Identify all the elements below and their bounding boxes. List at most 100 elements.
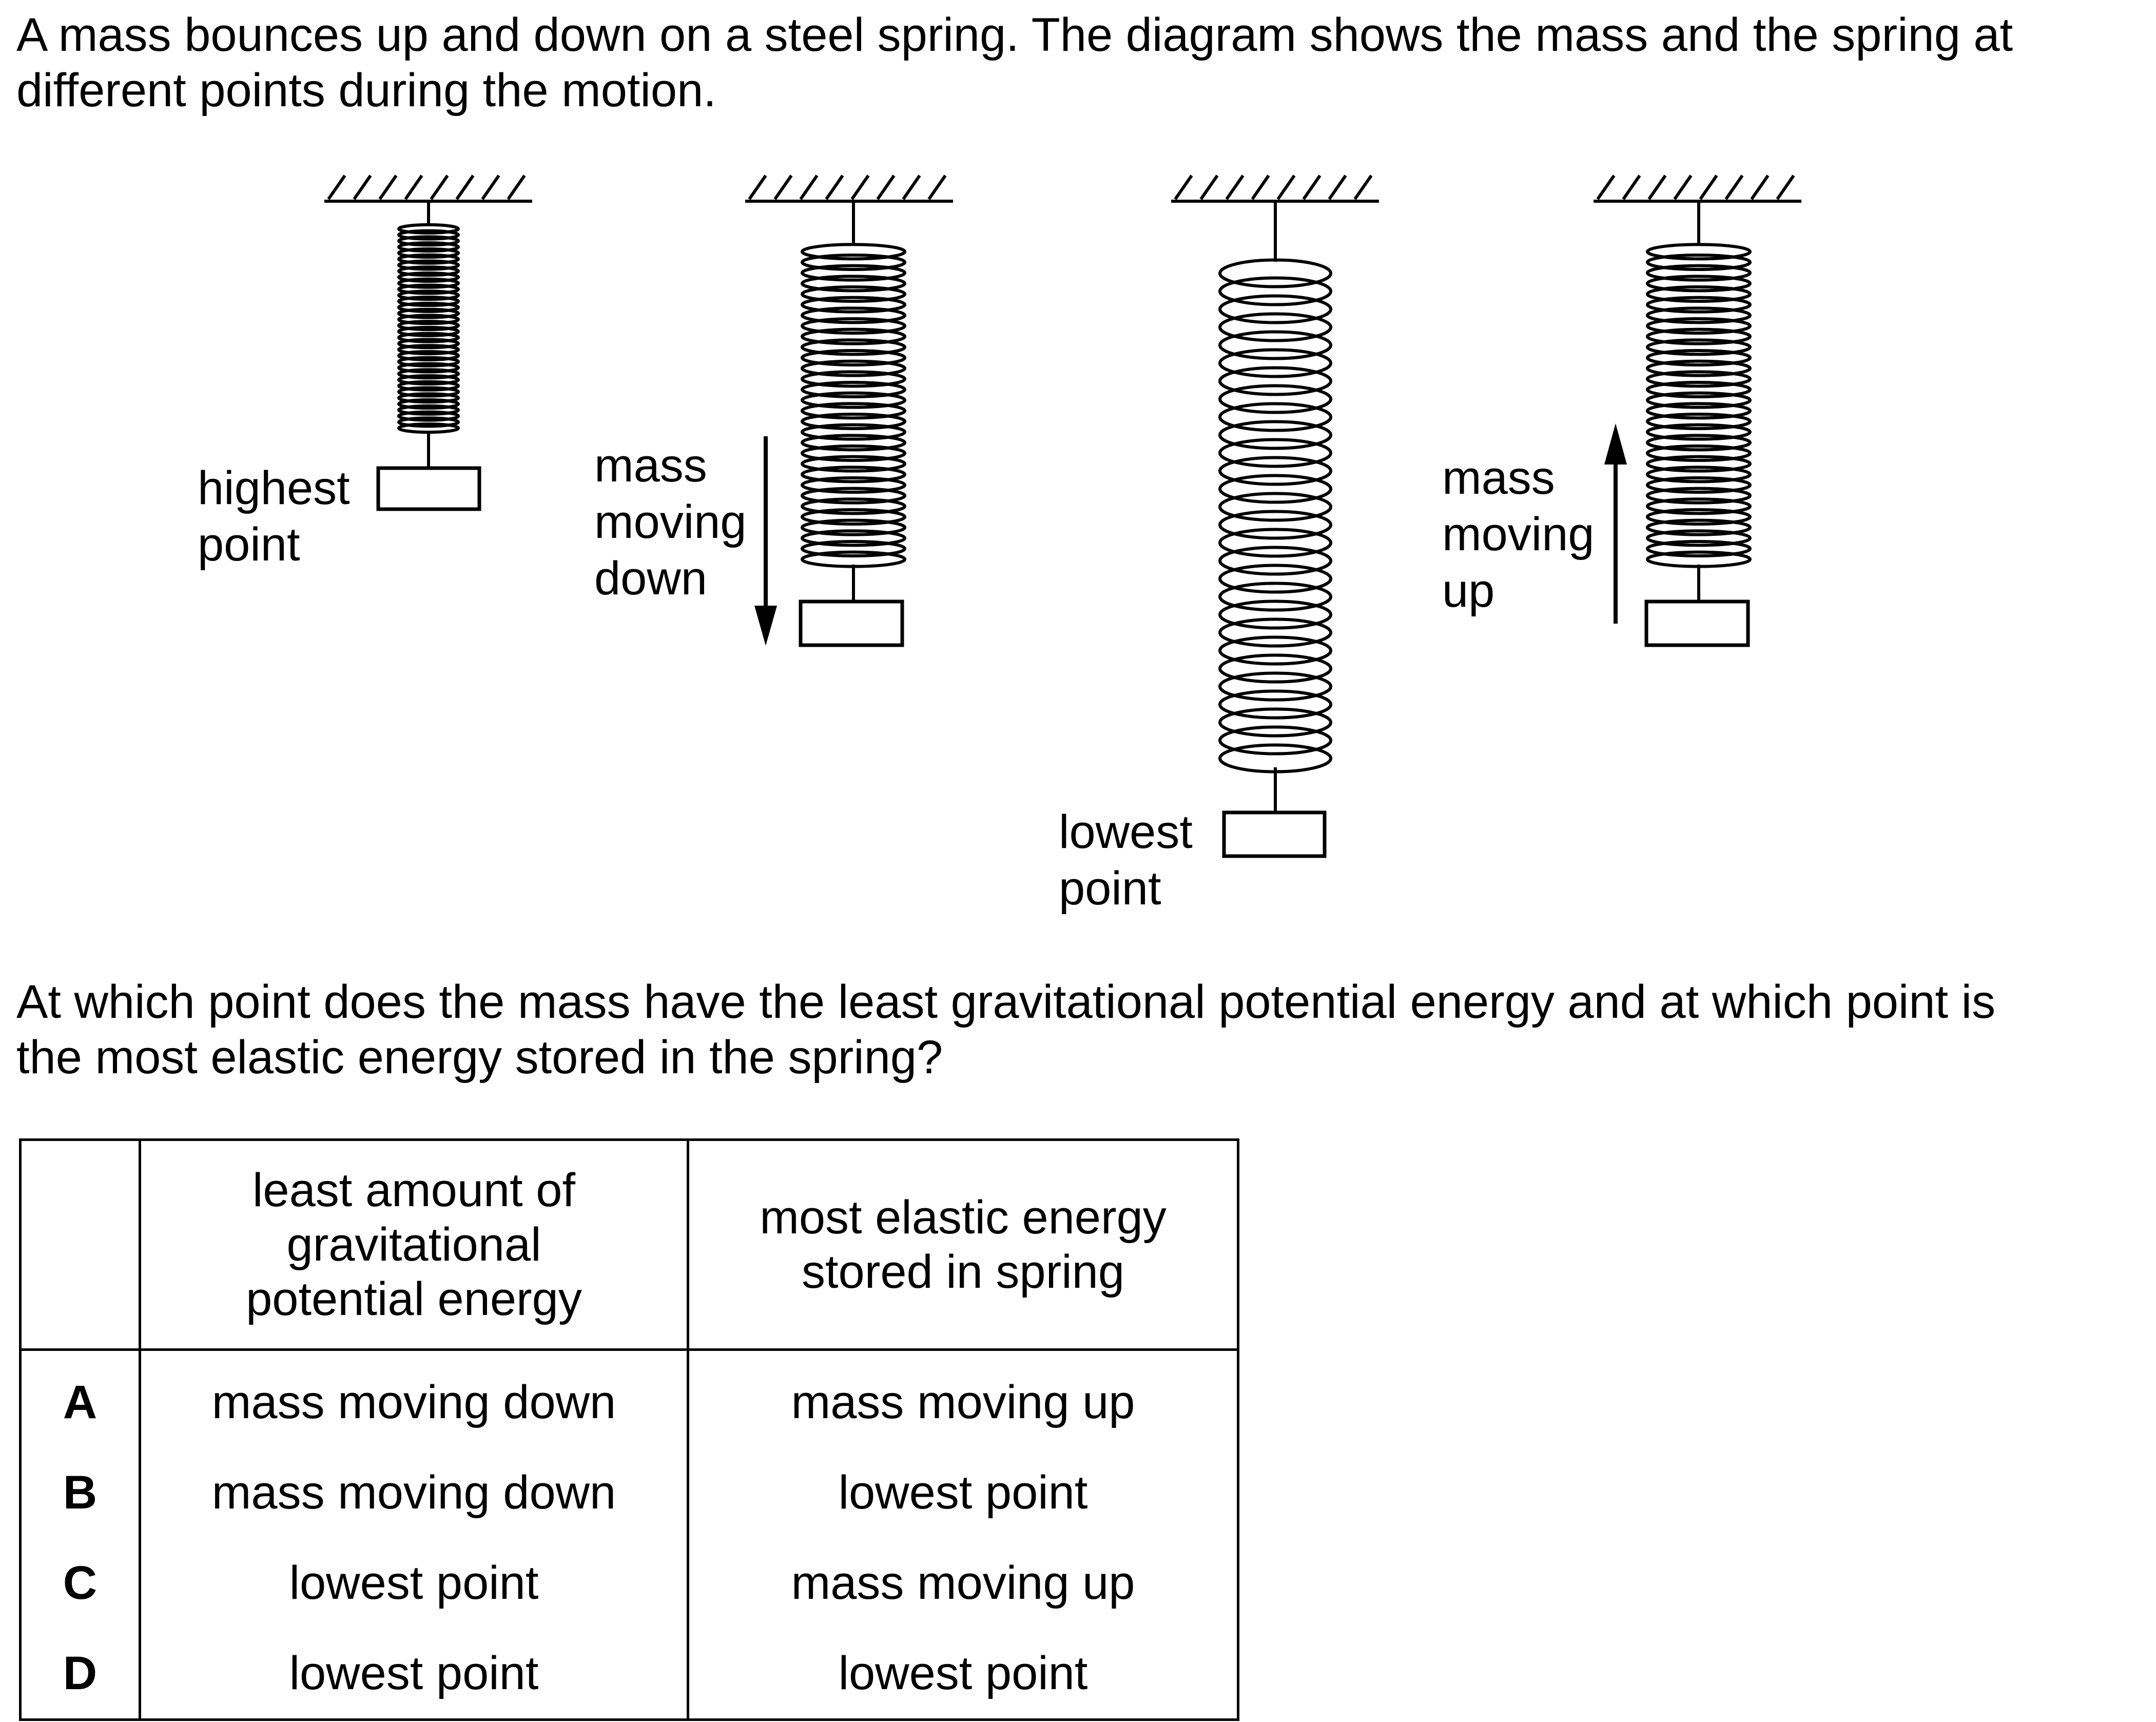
- coil-loop: [397, 296, 460, 307]
- coil-loop: [801, 317, 906, 335]
- option-gpe: mass moving down: [139, 1349, 689, 1447]
- mass-lowest: [1222, 810, 1327, 858]
- coil-loop: [397, 368, 460, 380]
- hatch-mark: [1699, 175, 1718, 200]
- coil-loop: [801, 381, 906, 398]
- coil-loop: [1218, 348, 1332, 378]
- coil-loop: [397, 374, 460, 385]
- table-header-row: least amount of gravitational potential …: [19, 1138, 1239, 1351]
- header-least-gpe: least amount of gravitational potential …: [139, 1138, 689, 1351]
- hatch-mark: [455, 175, 475, 200]
- coil-loop: [1646, 338, 1752, 356]
- coil-loop: [397, 241, 460, 253]
- mass-highest: [376, 466, 481, 511]
- ceiling-support-4: [1594, 175, 1801, 203]
- coil-loop: [801, 529, 906, 547]
- coil-loop: [1218, 420, 1332, 450]
- coil-loop: [1646, 508, 1752, 526]
- coil-loop: [397, 332, 460, 343]
- coil-loop: [1218, 617, 1332, 648]
- coil-loop: [1646, 402, 1752, 420]
- coil-loop: [801, 285, 906, 303]
- coil-loop: [1646, 476, 1752, 494]
- coil-loop: [397, 283, 460, 295]
- coil-loop: [1218, 312, 1332, 342]
- coil-loop: [1218, 707, 1332, 738]
- hatch-mark: [1328, 175, 1347, 200]
- header-letter: [19, 1138, 141, 1351]
- option-letter: A: [19, 1349, 141, 1447]
- answer-options-table: least amount of gravitational potential …: [19, 1138, 1239, 1721]
- coil-loop: [1218, 474, 1332, 504]
- mass-moving-up: [1644, 599, 1750, 647]
- spring-moving-down: [801, 201, 906, 602]
- coil-loop: [801, 497, 906, 515]
- option-elastic: mass moving up: [687, 1349, 1239, 1447]
- hatch-mark: [378, 175, 398, 200]
- coil-loop: [801, 466, 906, 483]
- coil-loop: [397, 410, 460, 422]
- coil-loop: [397, 416, 460, 428]
- question-text: At which point does the mass have the le…: [16, 976, 1996, 1083]
- coil-loop: [1218, 438, 1332, 468]
- coil-loop: [801, 487, 906, 505]
- coil-loop: [801, 306, 906, 324]
- ceiling-support-3: [1171, 175, 1379, 203]
- hatch-mark: [1353, 175, 1373, 200]
- coil-loop: [801, 413, 906, 430]
- coil-loop: [1646, 540, 1752, 557]
- coil-loop: [397, 247, 460, 259]
- hatch-mark: [481, 175, 500, 200]
- table-row[interactable]: D lowest point lowest point: [19, 1628, 1239, 1721]
- coil-loop: [397, 265, 460, 277]
- coil-loop: [397, 344, 460, 356]
- coil-loop: [1646, 413, 1752, 430]
- coil-loop: [1646, 349, 1752, 366]
- coil-loop: [397, 314, 460, 325]
- coil-loop: [801, 327, 906, 345]
- coil-loop: [1646, 243, 1752, 261]
- coil-loop: [1646, 391, 1752, 409]
- coil-loop: [1218, 492, 1332, 522]
- coil-loop: [801, 508, 906, 526]
- coil-loop: [801, 254, 906, 271]
- coil-loop: [1646, 306, 1752, 324]
- table-row[interactable]: B mass moving down lowest point: [19, 1447, 1239, 1538]
- hatch-mark: [1750, 175, 1770, 200]
- coil-loop: [1218, 546, 1332, 576]
- table-row[interactable]: A mass moving down mass moving up: [19, 1349, 1239, 1447]
- coil-loop: [1646, 370, 1752, 388]
- coil-loop: [397, 223, 460, 235]
- coil-loop: [397, 392, 460, 404]
- coil-loop: [1646, 434, 1752, 452]
- coil-loop: [1218, 653, 1332, 684]
- option-letter: C: [19, 1538, 141, 1628]
- hatch-mark: [1199, 175, 1219, 200]
- coil-loop: [801, 359, 906, 377]
- header-most-elastic: most elastic energy stored in spring: [687, 1138, 1239, 1351]
- coil-loop: [397, 320, 460, 332]
- option-letter: B: [19, 1447, 141, 1538]
- option-elastic: lowest point: [687, 1447, 1239, 1538]
- coil-loop: [397, 229, 460, 241]
- coil-loop: [397, 307, 460, 319]
- hatch-mark: [773, 175, 793, 200]
- table-row[interactable]: C lowest point mass moving up: [19, 1538, 1239, 1628]
- coil-loop: [801, 338, 906, 356]
- coil-loop: [397, 398, 460, 410]
- spring-moving-up: [1646, 201, 1752, 602]
- option-elastic: lowest point: [687, 1628, 1239, 1721]
- coil-loop: [1218, 402, 1332, 432]
- coil-loop: [801, 275, 906, 293]
- option-gpe: mass moving down: [139, 1447, 689, 1538]
- coil-loop: [1646, 423, 1752, 441]
- coil-loop: [1218, 689, 1332, 720]
- coil-loop: [1646, 529, 1752, 547]
- coil-loop: [801, 349, 906, 366]
- coil-loop: [397, 356, 460, 367]
- ceiling-support-2: [745, 175, 953, 203]
- coil-loop: [397, 380, 460, 392]
- ceiling-support-1: [324, 175, 532, 203]
- arrow-up-icon: [1604, 423, 1627, 624]
- hatch-mark: [1596, 175, 1616, 200]
